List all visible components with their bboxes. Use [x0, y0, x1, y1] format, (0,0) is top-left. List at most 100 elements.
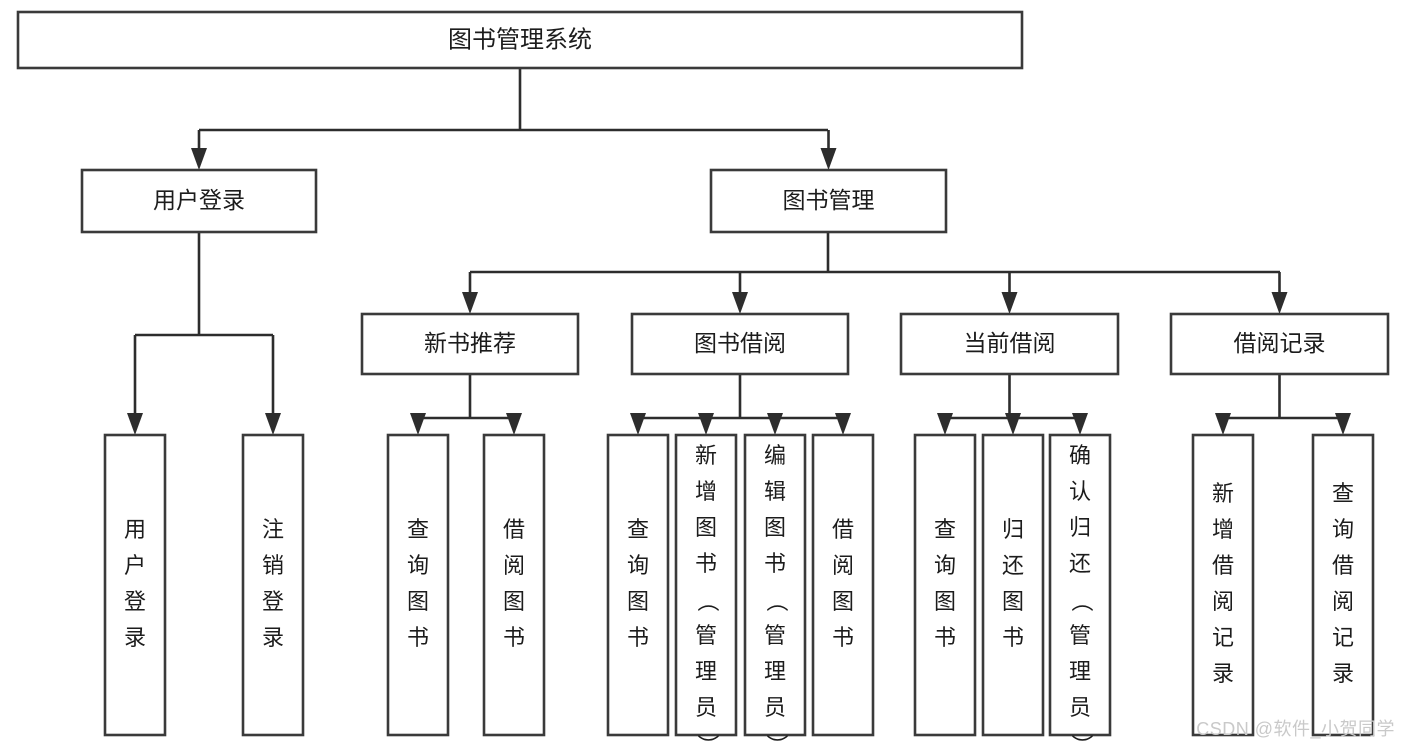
- node-leaf-user-login-char: 登: [124, 589, 146, 614]
- node-book-manage[interactable]: 图书管理: [709, 168, 948, 234]
- node-leaf-borrow-book-1-char: 借: [503, 517, 525, 542]
- arrow-head-icon: [630, 413, 646, 435]
- node-leaf-confirm-return-char: 确: [1069, 443, 1091, 468]
- arrow-head-icon: [835, 413, 851, 435]
- node-leaf-confirm-return-char: 归: [1069, 515, 1091, 540]
- node-leaf-borrow-book-2-char: 书: [832, 625, 854, 650]
- node-leaf-query-book-1-char: 书: [407, 625, 429, 650]
- node-leaf-borrow-book-1-char: 阅: [503, 553, 525, 578]
- node-leaf-confirm-return-char: 认: [1069, 479, 1091, 504]
- arrow-head-icon: [1271, 292, 1288, 314]
- node-user-login-box: [80, 168, 318, 234]
- node-leaf-return-book-char: 还: [1002, 553, 1024, 578]
- node-borrow-record[interactable]: 借阅记录: [1169, 312, 1390, 376]
- node-leaf-add-book-char: 增: [695, 479, 717, 504]
- node-leaf-query-record-char: 询: [1332, 517, 1354, 542]
- node-leaf-query-book-3-box: [913, 433, 977, 737]
- node-user-login[interactable]: 用户登录: [80, 168, 318, 234]
- node-leaf-add-book-char: ）: [695, 734, 720, 747]
- node-leaf-query-book-2-char: 查: [627, 517, 649, 542]
- arrow-head-icon: [1215, 413, 1231, 435]
- node-leaf-logout-char: 登: [262, 589, 284, 614]
- node-leaf-borrow-book-1-char: 书: [503, 625, 525, 650]
- node-leaf-query-record-box: [1311, 433, 1375, 737]
- node-leaf-user-login-box: [103, 433, 167, 737]
- node-leaf-add-record-char: 阅: [1212, 589, 1234, 614]
- arrow-head-icon: [265, 413, 281, 435]
- node-leaf-add-book-char: 新: [695, 443, 717, 468]
- node-leaf-borrow-book-1-box: [482, 433, 546, 737]
- node-leaf-confirm-return-char: 管: [1069, 623, 1091, 648]
- node-leaf-user-login[interactable]: 用户登录: [103, 433, 167, 737]
- node-new-book-recommend-label: 新书推荐: [424, 330, 516, 356]
- node-borrow-record-box: [1169, 312, 1390, 376]
- node-leaf-logout-char: 销: [262, 553, 284, 578]
- node-leaf-edit-book-char: 辑: [764, 479, 786, 504]
- node-leaf-query-book-2-char: 图: [627, 589, 649, 614]
- node-leaf-edit-book-char: 书: [764, 551, 786, 576]
- node-leaf-query-book-2-char: 询: [627, 553, 649, 578]
- node-leaf-edit-book-char: 管: [764, 623, 786, 648]
- node-user-login-label: 用户登录: [153, 187, 245, 213]
- node-leaf-query-book-1-char: 查: [407, 517, 429, 542]
- node-leaf-add-book-box: [674, 433, 738, 737]
- node-leaf-return-book-char: 归: [1002, 517, 1024, 542]
- node-leaf-borrow-book-2-char: 阅: [832, 553, 854, 578]
- arrow-head-icon: [1335, 413, 1351, 435]
- arrow-head-icon: [767, 413, 783, 435]
- arrow-head-icon: [698, 413, 714, 435]
- node-leaf-logout-box: [241, 433, 305, 737]
- node-new-book-recommend[interactable]: 新书推荐: [360, 312, 580, 376]
- node-leaf-query-book-2-char: 书: [627, 625, 649, 650]
- node-leaf-query-book-1-box: [386, 433, 450, 737]
- node-leaf-add-record-char: 增: [1212, 517, 1234, 542]
- node-leaf-edit-book-char: 员: [764, 695, 786, 720]
- arrow-head-icon: [937, 413, 953, 435]
- node-leaf-user-login-char: 录: [124, 625, 146, 650]
- node-leaf-borrow-book-1-char: 图: [503, 589, 525, 614]
- arrow-head-icon: [506, 413, 522, 435]
- nodes-layer: 图书管理系统用户登录图书管理新书推荐图书借阅当前借阅借阅记录用户登录注销登录查询…: [16, 10, 1390, 747]
- arrow-head-icon: [127, 413, 143, 435]
- node-root-图书管理系统-label: 图书管理系统: [448, 26, 592, 53]
- node-book-borrow-label: 图书借阅: [694, 330, 786, 356]
- node-leaf-confirm-return-char: 还: [1069, 551, 1091, 576]
- node-leaf-query-record-char: 录: [1332, 661, 1354, 686]
- arrow-head-icon: [1005, 413, 1021, 435]
- node-leaf-add-book-char: 理: [695, 659, 717, 684]
- node-book-manage-box: [709, 168, 948, 234]
- node-book-borrow[interactable]: 图书借阅: [630, 312, 850, 376]
- arrow-head-icon: [820, 148, 837, 170]
- node-root-图书管理系统[interactable]: 图书管理系统: [16, 10, 1024, 70]
- node-leaf-borrow-book-2-char: 借: [832, 517, 854, 542]
- node-current-borrow-label: 当前借阅: [964, 330, 1056, 356]
- node-leaf-confirm-return-char: 理: [1069, 659, 1091, 684]
- node-leaf-query-book-3-char: 询: [934, 553, 956, 578]
- arrow-head-icon: [1072, 413, 1088, 435]
- node-leaf-query-book-2-box: [606, 433, 670, 737]
- node-leaf-logout-char: 录: [262, 625, 284, 650]
- arrow-head-icon: [1001, 292, 1018, 314]
- node-leaf-confirm-return-char: （: [1069, 590, 1094, 612]
- node-leaf-edit-book-char: 图: [764, 515, 786, 540]
- node-current-borrow[interactable]: 当前借阅: [899, 312, 1120, 376]
- node-leaf-borrow-book-2-box: [811, 433, 875, 737]
- node-leaf-confirm-return-box: [1048, 433, 1112, 737]
- node-leaf-query-record-char: 阅: [1332, 589, 1354, 614]
- node-leaf-add-record-box: [1191, 433, 1255, 737]
- node-leaf-query-book-3-char: 图: [934, 589, 956, 614]
- node-leaf-user-login-char: 户: [124, 553, 146, 578]
